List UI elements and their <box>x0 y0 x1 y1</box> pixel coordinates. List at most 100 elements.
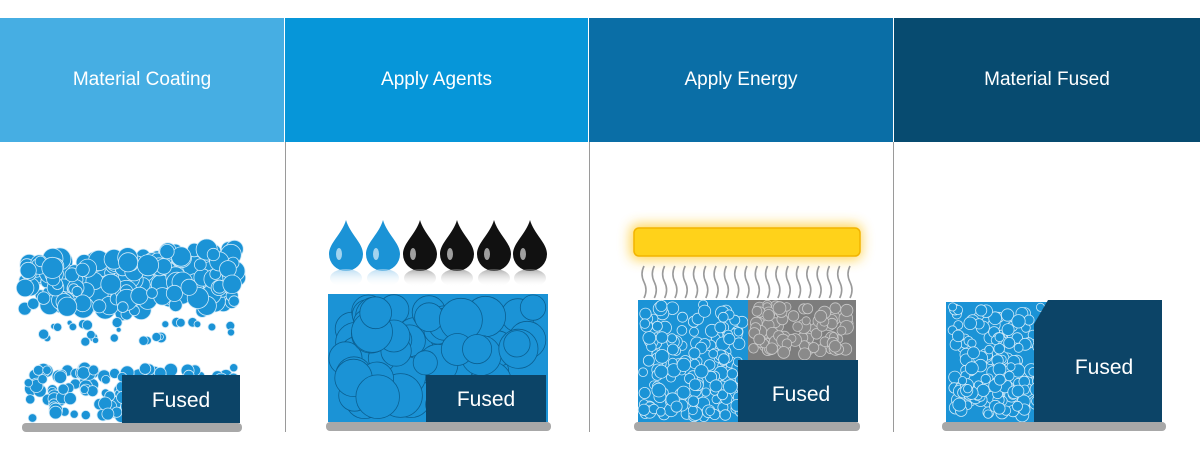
heat-wave <box>682 265 688 299</box>
powder-particle <box>48 405 63 420</box>
powder-particle <box>726 368 738 380</box>
build-plate <box>22 423 242 432</box>
heat-wave <box>692 265 699 299</box>
powder-particle <box>71 285 83 297</box>
fused-part-block <box>738 360 858 422</box>
powder-particle <box>1003 336 1016 349</box>
powder-bed <box>637 299 749 423</box>
powder-particle <box>732 337 746 351</box>
droplet-highlight <box>410 248 416 260</box>
powder-particle <box>967 346 980 360</box>
powder-particle <box>687 395 700 407</box>
heat-wave <box>641 265 647 299</box>
powder-particle <box>705 406 715 416</box>
powder-particle <box>159 244 175 260</box>
powder-particle <box>802 303 814 315</box>
powder-particle <box>840 303 854 317</box>
powder-particle <box>57 296 78 317</box>
powder-particle <box>53 370 68 384</box>
powder-particle <box>1013 342 1024 353</box>
powder-particle <box>462 334 493 365</box>
falling-particle <box>38 328 50 340</box>
powder-particle <box>100 273 122 295</box>
powder-particle <box>963 384 973 394</box>
powder-particle <box>79 385 89 395</box>
powder-particle <box>136 254 159 277</box>
powder-particle <box>670 400 683 413</box>
panel-material-coating: Fused <box>0 142 284 462</box>
powder-particle <box>1004 370 1015 382</box>
powder-particle <box>222 274 242 295</box>
powder-particle <box>984 344 994 355</box>
fused-label: Fused <box>1075 356 1133 379</box>
powder-particle <box>1012 400 1023 412</box>
droplet-reflection <box>404 269 436 287</box>
heat-wave <box>764 265 771 299</box>
detailing-agent-droplet <box>329 220 363 271</box>
powder-particle <box>655 331 669 344</box>
powder-particle <box>709 379 723 393</box>
powder-particle <box>753 333 766 346</box>
falling-particle <box>138 335 149 346</box>
droplet-highlight <box>336 248 342 260</box>
powder-particle <box>698 304 712 318</box>
step-title: Apply Agents <box>381 69 492 90</box>
falling-particle <box>115 326 122 333</box>
powder-particle <box>75 262 90 277</box>
heat-lamp <box>633 227 861 257</box>
powder-particle <box>37 374 48 385</box>
powder-particle <box>642 331 657 345</box>
powder-particle <box>25 394 36 405</box>
powder-particle <box>27 297 40 310</box>
powder-particle <box>359 296 392 330</box>
falling-particle <box>226 328 235 337</box>
panel-divider <box>893 142 894 432</box>
powder-particle <box>976 383 990 397</box>
droplet-highlight <box>447 248 453 260</box>
heat-wave <box>806 265 812 299</box>
powder-particle <box>787 310 800 322</box>
powder-particle <box>829 302 842 315</box>
powder-particle <box>983 409 993 419</box>
powder-particle <box>828 340 842 353</box>
powder-particle <box>993 373 1006 386</box>
panel-divider <box>589 142 590 432</box>
powder-particle <box>639 307 652 320</box>
powder-particle <box>963 316 977 331</box>
falling-particle <box>68 322 78 332</box>
powder-particle <box>19 261 37 279</box>
powder-particle <box>206 247 220 262</box>
powder-particle <box>717 389 728 401</box>
powder-particle <box>80 410 91 421</box>
powder-particle <box>836 325 847 336</box>
droplet-highlight <box>520 248 526 260</box>
powder-particle <box>118 252 139 273</box>
material-coating-illustration: Fused <box>15 238 247 432</box>
build-plate <box>942 422 1166 431</box>
falling-particle <box>92 336 100 344</box>
heat-wave <box>744 265 750 299</box>
powder-particle <box>748 343 759 354</box>
powder-particle <box>733 327 744 337</box>
powder-particle <box>86 385 99 398</box>
powder-particle <box>194 258 207 271</box>
powder-particle <box>654 364 669 379</box>
falling-particle <box>176 317 186 328</box>
powder-particle <box>656 406 666 417</box>
powder-particle <box>718 311 729 323</box>
powder-particle <box>637 403 651 416</box>
powder-particle <box>798 347 812 361</box>
heat-wave <box>795 265 802 299</box>
step-header-apply-agents: Apply Agents <box>285 18 588 142</box>
droplet-reflection <box>330 269 362 287</box>
powder-particle <box>146 287 158 299</box>
heat-wave <box>703 265 709 299</box>
heat-wave <box>723 265 730 299</box>
powder-particle <box>355 374 400 419</box>
powder-particle <box>988 311 1002 326</box>
powder-particle <box>808 342 820 354</box>
powder-particle <box>667 343 679 356</box>
step-header-material-coating: Material Coating <box>0 18 284 142</box>
falling-particle <box>151 332 162 342</box>
powder-particle <box>667 333 678 344</box>
